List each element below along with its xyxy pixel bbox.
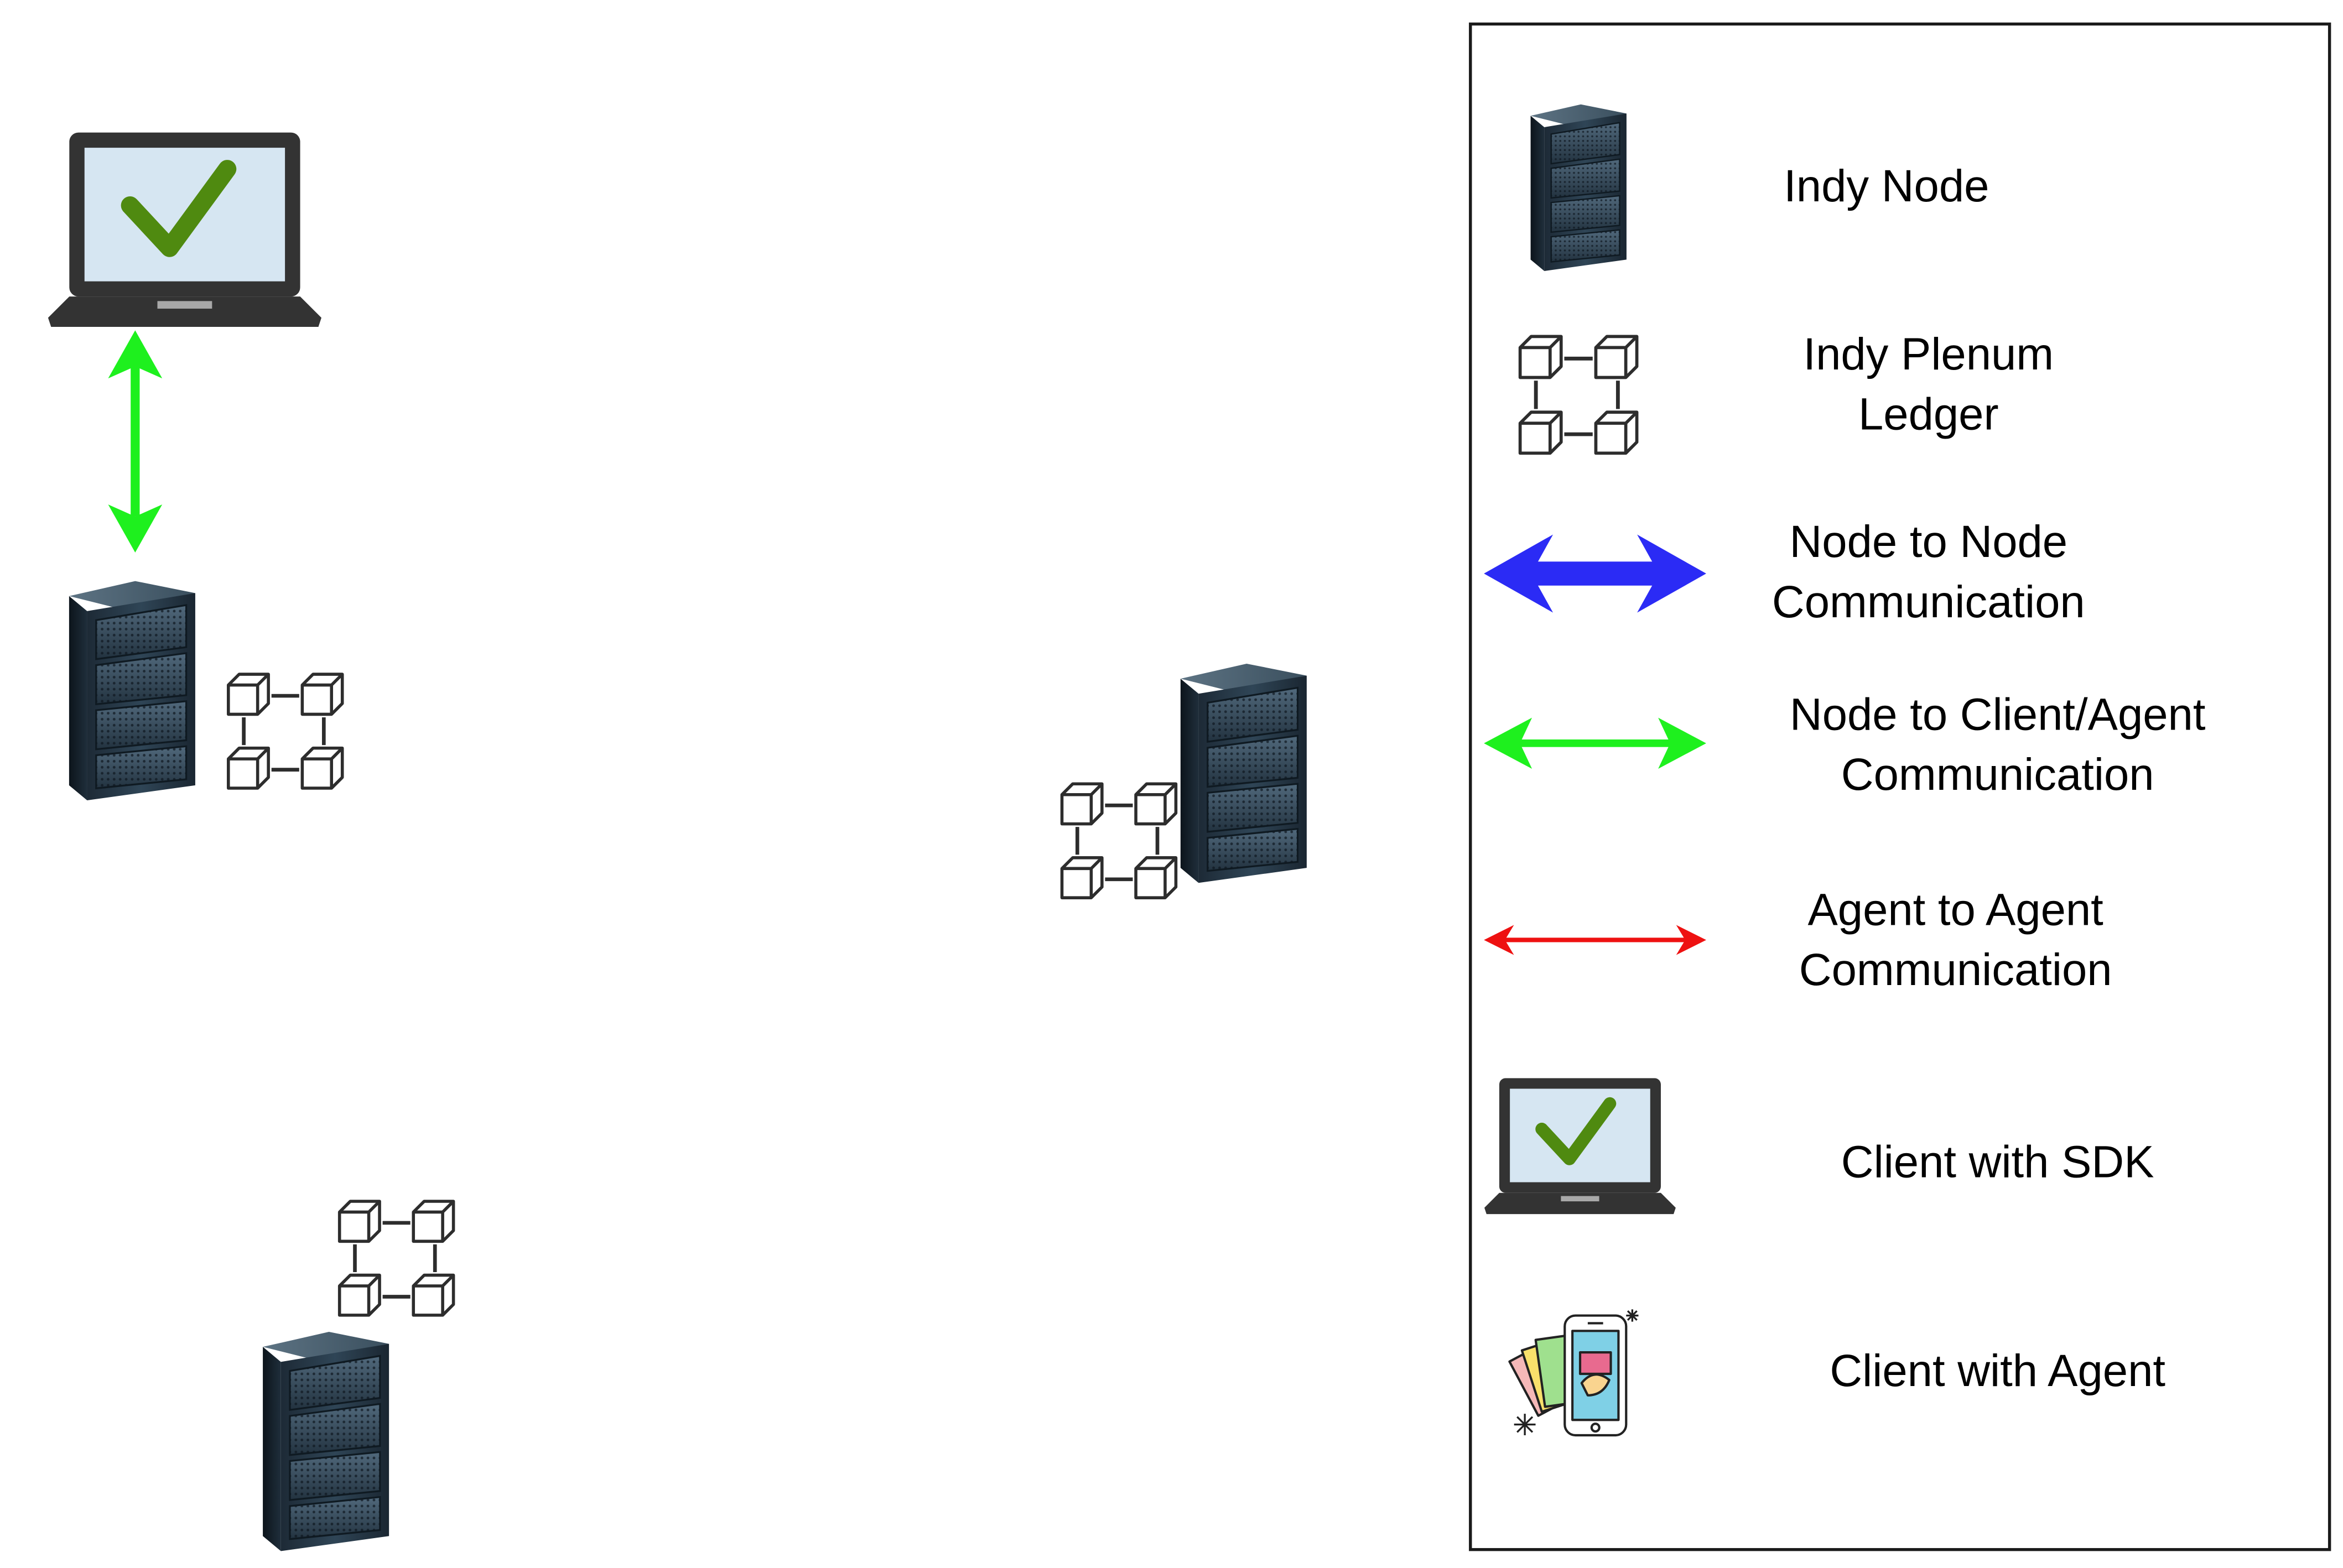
server-icon: [262, 1331, 390, 1553]
blockchain-ledger-icon: [225, 671, 349, 795]
legend-node-to-client-arrow-icon: [1484, 717, 1707, 769]
blockchain-ledger-icon: [1059, 781, 1182, 904]
legend: [1469, 22, 2331, 1551]
legend-node-to-node-arrow-icon: [1484, 534, 1707, 613]
legend-label-agent-to-agent: Agent to Agent Communication: [1799, 885, 2112, 996]
legend-server-icon: [1530, 103, 1628, 272]
legend-label-node-to-node: Node to Node Communication: [1771, 518, 2085, 628]
legend-label-client-agent: Client with Agent: [1830, 1347, 2166, 1397]
server-icon: [68, 580, 196, 801]
legend-label-indy-node: Indy Node: [1784, 162, 1989, 212]
legend-laptop-check-icon: [1484, 1078, 1676, 1216]
legend-label-client-sdk: Client with SDK: [1841, 1138, 2154, 1188]
laptop-check-icon: [48, 132, 321, 330]
blockchain-ledger-icon: [336, 1198, 460, 1321]
legend-label-node-to-client: Node to Client/Agent Communication: [1789, 690, 2206, 800]
server-icon: [1180, 663, 1308, 884]
legend-smartphone-wallet-icon: [1505, 1306, 1652, 1445]
legend-blockchain-ledger-icon: [1517, 334, 1643, 460]
legend-agent-to-agent-arrow-icon: [1484, 925, 1707, 955]
legend-label-ledger: Indy Plenum Ledger: [1803, 330, 2054, 440]
node-to-client-arrow: [108, 330, 163, 553]
